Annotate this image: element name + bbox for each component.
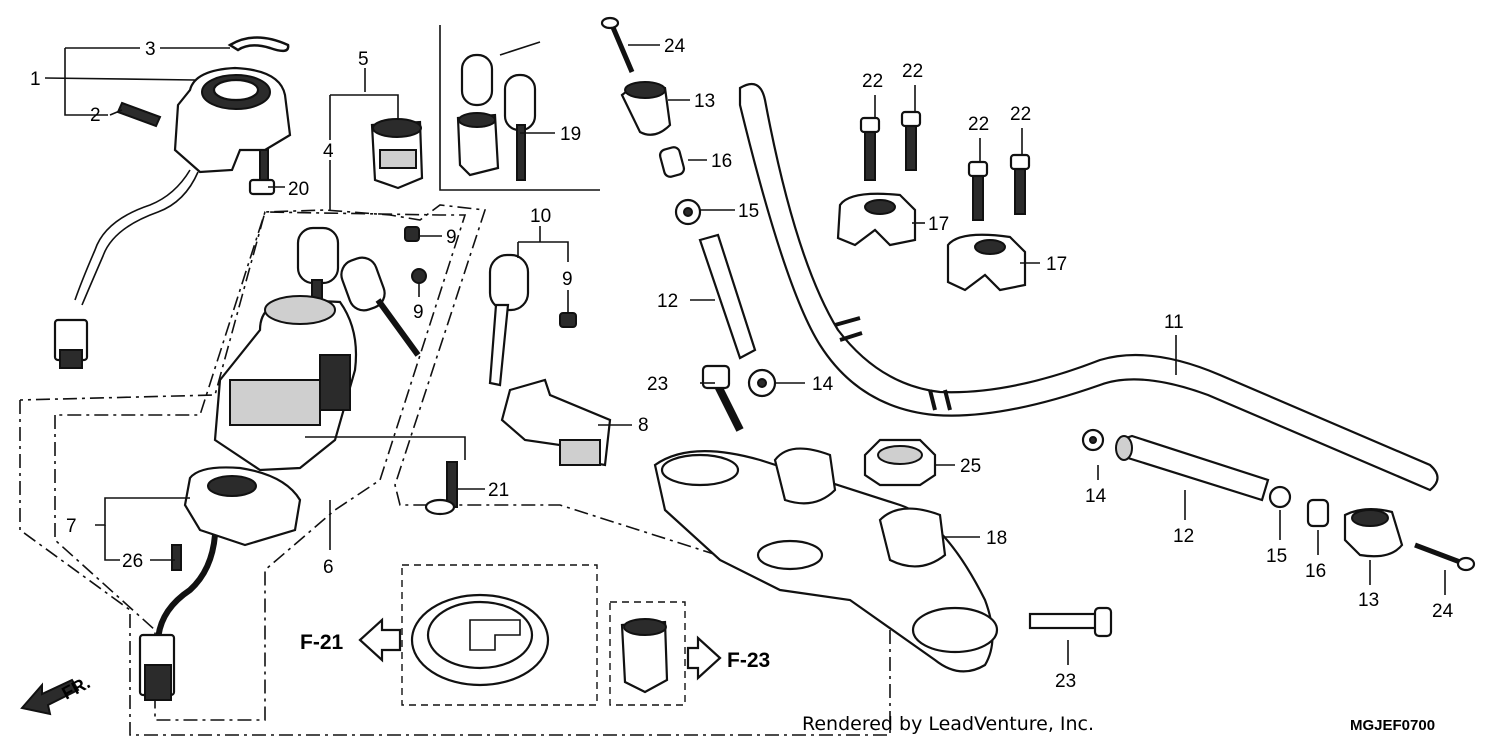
label-17b: 17 (1046, 254, 1067, 275)
label-3: 3 (145, 39, 156, 60)
holder-bolts-22 (859, 110, 1031, 221)
label-9c: 9 (562, 269, 573, 290)
bracket-8 (500, 378, 612, 467)
label-1: 1 (30, 69, 41, 90)
label-22a: 22 (862, 71, 883, 92)
label-25: 25 (960, 456, 981, 477)
label-23b: 23 (1055, 671, 1076, 692)
label-15a: 15 (738, 201, 759, 222)
label-14a: 14 (812, 374, 834, 395)
keyset-19 (456, 41, 541, 181)
label-11: 11 (1164, 312, 1184, 333)
label-7: 7 (66, 516, 77, 537)
ref-f23: F-23 (727, 649, 770, 672)
label-24a: 24 (664, 36, 686, 57)
label-4: 4 (323, 141, 334, 162)
lock-set-4 (213, 226, 427, 472)
label-8: 8 (638, 415, 649, 436)
label-9b: 9 (413, 302, 424, 323)
label-24b: 24 (1432, 601, 1454, 622)
ignition-switch (53, 66, 292, 369)
label-14b: 14 (1085, 486, 1107, 507)
label-21: 21 (488, 480, 509, 501)
snap-ring (227, 36, 290, 53)
credit-text: Rendered by LeadVenture, Inc. (802, 713, 1094, 735)
arrow-left-f21 (358, 617, 402, 663)
diagram-code: MGJEF0700 (1350, 717, 1435, 734)
ref-f21: F-21 (300, 631, 344, 654)
group-outlines (19, 25, 891, 736)
label-12b: 12 (1173, 526, 1194, 547)
nut-25 (863, 438, 937, 487)
bolt-23-lower (1028, 606, 1113, 638)
front-arrow-icon (20, 678, 80, 716)
label-22d: 22 (1010, 104, 1031, 125)
label-18: 18 (986, 528, 1007, 549)
label-13a: 13 (694, 91, 715, 112)
label-12a: 12 (657, 291, 678, 312)
label-22b: 22 (902, 61, 923, 82)
label-16b: 16 (1305, 561, 1326, 582)
label-19: 19 (560, 124, 581, 145)
front-label: FR. (58, 672, 93, 703)
upper-left-stack (600, 16, 777, 432)
label-9a: 9 (446, 227, 457, 248)
label-16a: 16 (711, 151, 732, 172)
key-10 (488, 253, 577, 387)
arrow-right-f23 (686, 635, 722, 681)
switch-7 (138, 466, 302, 701)
cap-lock (620, 618, 669, 694)
tank-cap (410, 593, 550, 687)
label-2: 2 (90, 105, 101, 126)
label-17a: 17 (928, 214, 949, 235)
label-23a: 23 (647, 374, 668, 395)
handlebar-11 (738, 82, 1439, 492)
label-13b: 13 (1358, 590, 1379, 611)
label-22c: 22 (968, 114, 989, 135)
top-bridge-18 (653, 447, 999, 673)
label-5: 5 (358, 49, 369, 70)
label-15b: 15 (1266, 546, 1287, 567)
label-10: 10 (530, 206, 551, 227)
label-6: 6 (323, 557, 334, 578)
right-stack (1081, 428, 1476, 572)
label-20: 20 (288, 179, 309, 200)
holders-17 (836, 192, 1027, 292)
screw-21 (424, 461, 458, 516)
part-number-labels: 1 2 3 20 5 4 19 9 9 10 9 8 21 6 7 26 24 … (30, 36, 1454, 692)
lock-cylinder-5 (370, 118, 424, 190)
band-clip (116, 101, 162, 128)
label-26: 26 (122, 551, 143, 572)
leader-lines (44, 44, 1446, 665)
